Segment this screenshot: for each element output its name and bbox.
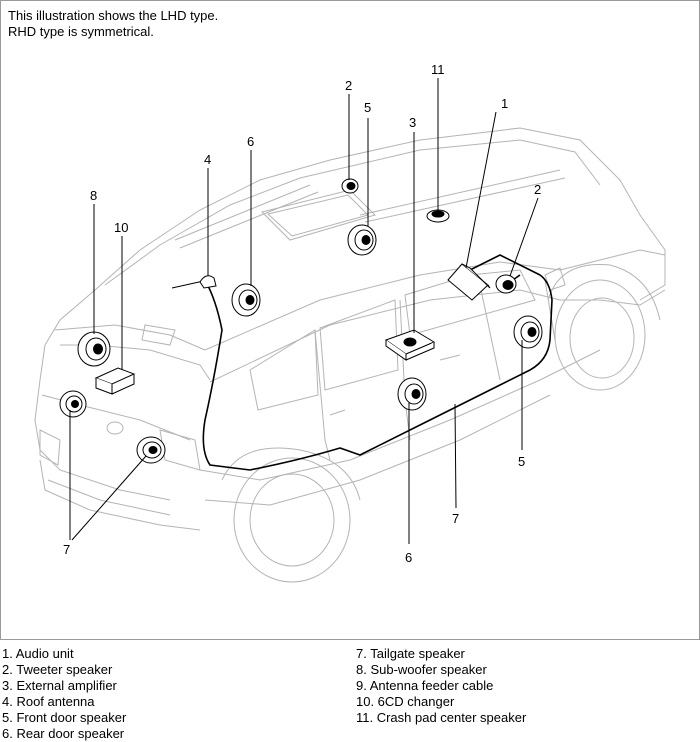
callout-5-top: 5 xyxy=(364,100,371,115)
callout-6-bottom: 6 xyxy=(405,550,412,565)
callout-3: 3 xyxy=(409,115,416,130)
components xyxy=(59,178,543,464)
leader-lines xyxy=(69,78,539,544)
legend-item: 10. 6CD changer xyxy=(356,694,455,709)
note-line-2: RHD type is symmetrical. xyxy=(8,24,154,39)
crash-pad-center-speaker xyxy=(426,209,450,223)
legend-right: 7. Tailgate speaker 8. Sub-woofer speake… xyxy=(356,646,526,726)
front-door-speaker-door xyxy=(513,315,543,349)
legend-item: 6. Rear door speaker xyxy=(2,726,125,741)
external-amplifier xyxy=(384,329,436,361)
legend-item: 9. Antenna feeder cable xyxy=(356,678,494,693)
callout-numbers: 2 5 3 11 1 2 4 6 8 10 5 6 7 7 xyxy=(63,62,541,565)
callout-4: 4 xyxy=(204,152,211,167)
cd-changer xyxy=(94,367,136,395)
callout-10: 10 xyxy=(114,220,128,235)
legend-item: 3. External amplifier xyxy=(2,678,117,693)
legend-item: 11. Crash pad center speaker xyxy=(356,710,527,725)
callout-11: 11 xyxy=(431,62,445,77)
legend-left: 1. Audio unit 2. Tweeter speaker 3. Exte… xyxy=(2,646,126,742)
callout-6-top: 6 xyxy=(247,134,254,149)
callout-7-right: 7 xyxy=(452,511,459,526)
note-line-1: This illustration shows the LHD type. xyxy=(8,8,219,23)
callout-2-top: 2 xyxy=(345,78,352,93)
legend-item: 8. Sub-woofer speaker xyxy=(356,662,487,677)
roof-antenna xyxy=(171,275,217,289)
vehicle-outline xyxy=(34,127,666,583)
tweeter-speaker-door xyxy=(495,274,517,294)
illustration-note: This illustration shows the LHD type. RH… xyxy=(8,8,218,40)
legend-item: 5. Front door speaker xyxy=(2,710,127,725)
tweeter-speaker-top xyxy=(341,178,359,194)
legend-item: 2. Tweeter speaker xyxy=(2,662,113,677)
legend-item: 7. Tailgate speaker xyxy=(356,646,465,661)
callout-1: 1 xyxy=(501,96,508,111)
callout-8: 8 xyxy=(90,188,97,203)
front-door-speaker-dash xyxy=(347,224,377,256)
callout-2-right: 2 xyxy=(534,182,541,197)
sub-woofer-speaker xyxy=(77,331,111,367)
rear-door-speaker-lower xyxy=(397,377,427,411)
audio-system-diagram: 2 5 3 11 1 2 4 6 8 10 5 6 7 7 xyxy=(34,62,666,583)
callout-7-left: 7 xyxy=(63,542,70,557)
legend-item: 1. Audio unit xyxy=(2,646,74,661)
tailgate-speaker-left xyxy=(59,390,87,418)
legend-item: 4. Roof antenna xyxy=(2,694,95,709)
rear-door-speaker-upper xyxy=(231,283,261,317)
tailgate-speaker-right xyxy=(136,436,166,464)
callout-5-bottom: 5 xyxy=(518,454,525,469)
